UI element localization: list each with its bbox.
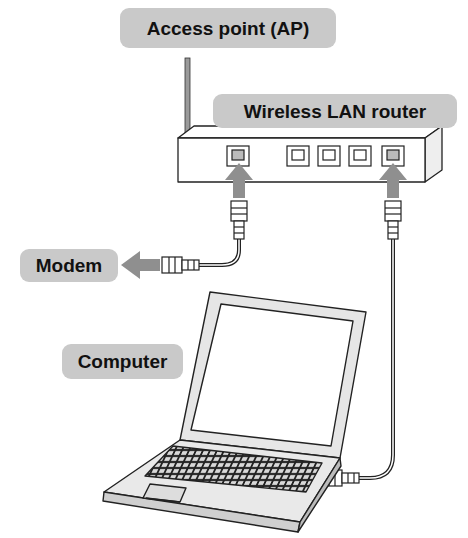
label-text: Access point (AP): [147, 19, 310, 38]
antenna: [185, 58, 190, 136]
label-box: Wireless LAN router: [213, 94, 457, 128]
plug-arrows: [121, 163, 407, 492]
label-text: Computer: [78, 352, 168, 371]
label-box: Computer: [62, 344, 183, 379]
label-text: Wireless LAN router: [244, 102, 427, 121]
label-text: Modem: [36, 256, 103, 275]
router-ports: [227, 146, 404, 166]
label-box: Access point (AP): [120, 8, 336, 48]
laptop-computer: [103, 292, 366, 532]
label-box: Modem: [20, 249, 118, 282]
router-body: [178, 126, 442, 182]
